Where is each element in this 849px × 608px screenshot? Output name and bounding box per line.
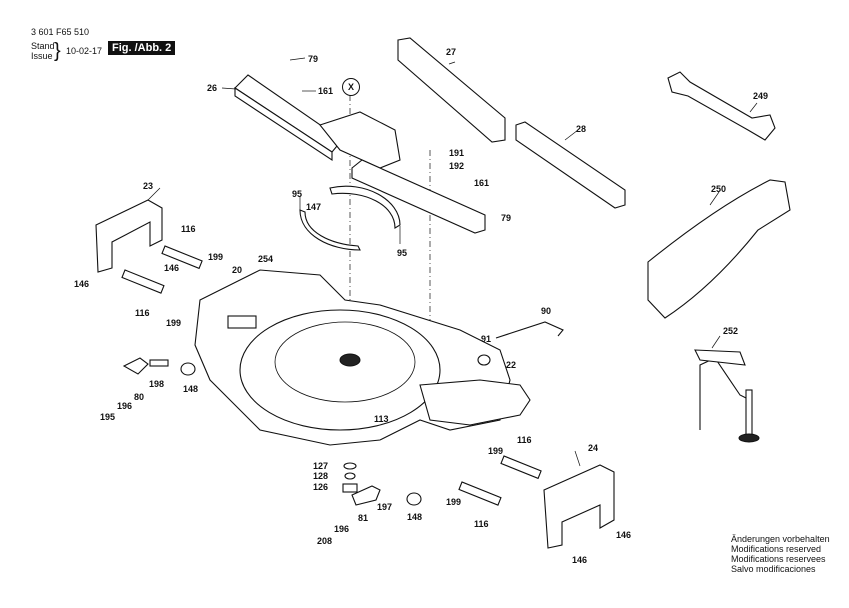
callout-199c: 199	[488, 446, 504, 456]
callout-20: 20	[232, 265, 243, 275]
callout-197: 197	[377, 502, 393, 512]
callout-191: 191	[449, 148, 465, 158]
callout-126: 126	[313, 482, 329, 492]
callout-95: 95	[292, 189, 303, 199]
ring-91	[477, 354, 491, 366]
callout-147: 147	[306, 202, 322, 212]
pins-116-lower	[458, 455, 542, 506]
stand-label: Stand	[31, 41, 55, 51]
arc-95-right	[329, 185, 401, 229]
callout-95b: 95	[397, 248, 408, 258]
pins-116-upper	[121, 245, 203, 294]
callout-81: 81	[358, 513, 369, 523]
callout-208: 208	[317, 536, 333, 546]
callout-26: 26	[207, 83, 218, 93]
callout-196b: 196	[334, 524, 350, 534]
callout-146d: 146	[572, 555, 588, 565]
callout-146: 146	[164, 263, 180, 273]
callout-199d: 199	[446, 497, 462, 507]
callout-28: 28	[576, 124, 587, 134]
callout-x-circle: X	[342, 78, 360, 96]
note-line: Modifications reserved	[731, 544, 822, 554]
board-27	[397, 37, 506, 143]
callout-146c: 146	[616, 530, 632, 540]
callout-196: 196	[117, 401, 133, 411]
callout-116d: 116	[474, 519, 489, 529]
callout-22: 22	[506, 360, 517, 370]
arm-22	[419, 379, 531, 426]
figure-label: Fig. /Abb. 2	[108, 41, 176, 55]
callout-148: 148	[183, 384, 199, 394]
callout-116b: 116	[135, 308, 150, 318]
callout-249: 249	[753, 91, 769, 101]
brace-glyph: }	[54, 40, 61, 62]
callout-198: 198	[149, 379, 165, 389]
callout-90: 90	[541, 306, 552, 316]
part-number: 3 601 F65 510	[31, 27, 90, 37]
callout-113: 113	[374, 414, 389, 424]
callout-252: 252	[723, 326, 739, 336]
callout-161: 161	[318, 86, 334, 96]
clamp-252	[694, 349, 760, 443]
callout-24: 24	[588, 443, 599, 453]
callout-116: 116	[181, 224, 196, 234]
bracket-24	[543, 464, 615, 549]
bracket-23	[95, 199, 163, 273]
callout-127: 127	[313, 461, 329, 471]
allen-key-90	[495, 321, 564, 339]
note-line: Änderungen vorbehalten	[731, 534, 830, 544]
leader-lines	[147, 57, 758, 467]
callout-146b: 146	[74, 279, 90, 289]
callout-161b: 161	[474, 178, 490, 188]
callout-250: 250	[711, 184, 727, 194]
note-line: Modifications reservees	[731, 554, 826, 564]
callout-79: 79	[308, 54, 319, 64]
callout-128: 128	[313, 471, 329, 481]
fence-right	[351, 159, 486, 234]
fence-left-26	[234, 74, 401, 169]
callout-116c: 116	[517, 435, 532, 445]
note-line: Salvo modificaciones	[731, 564, 816, 574]
callout-79b: 79	[501, 213, 512, 223]
dust-bag-250	[647, 179, 791, 319]
callout-199: 199	[208, 252, 224, 262]
callout-91: 91	[481, 334, 492, 344]
callout-195: 195	[100, 412, 116, 422]
callout-199b: 199	[166, 318, 182, 328]
arc-95-left	[299, 209, 361, 251]
lower-hardware	[122, 357, 422, 506]
board-28	[515, 121, 626, 209]
callout-254: 254	[258, 254, 274, 264]
callout-23: 23	[143, 181, 154, 191]
issue-label: Issue	[31, 51, 53, 61]
callout-80: 80	[134, 392, 145, 402]
callout-148b: 148	[407, 512, 423, 522]
issue-date: 10-02-17	[66, 46, 103, 56]
wrench-249	[667, 71, 776, 141]
modification-notes: Änderungen vorbehalten Modifications res…	[731, 534, 830, 574]
callout-27: 27	[446, 47, 457, 57]
callout-192: 192	[449, 161, 465, 171]
